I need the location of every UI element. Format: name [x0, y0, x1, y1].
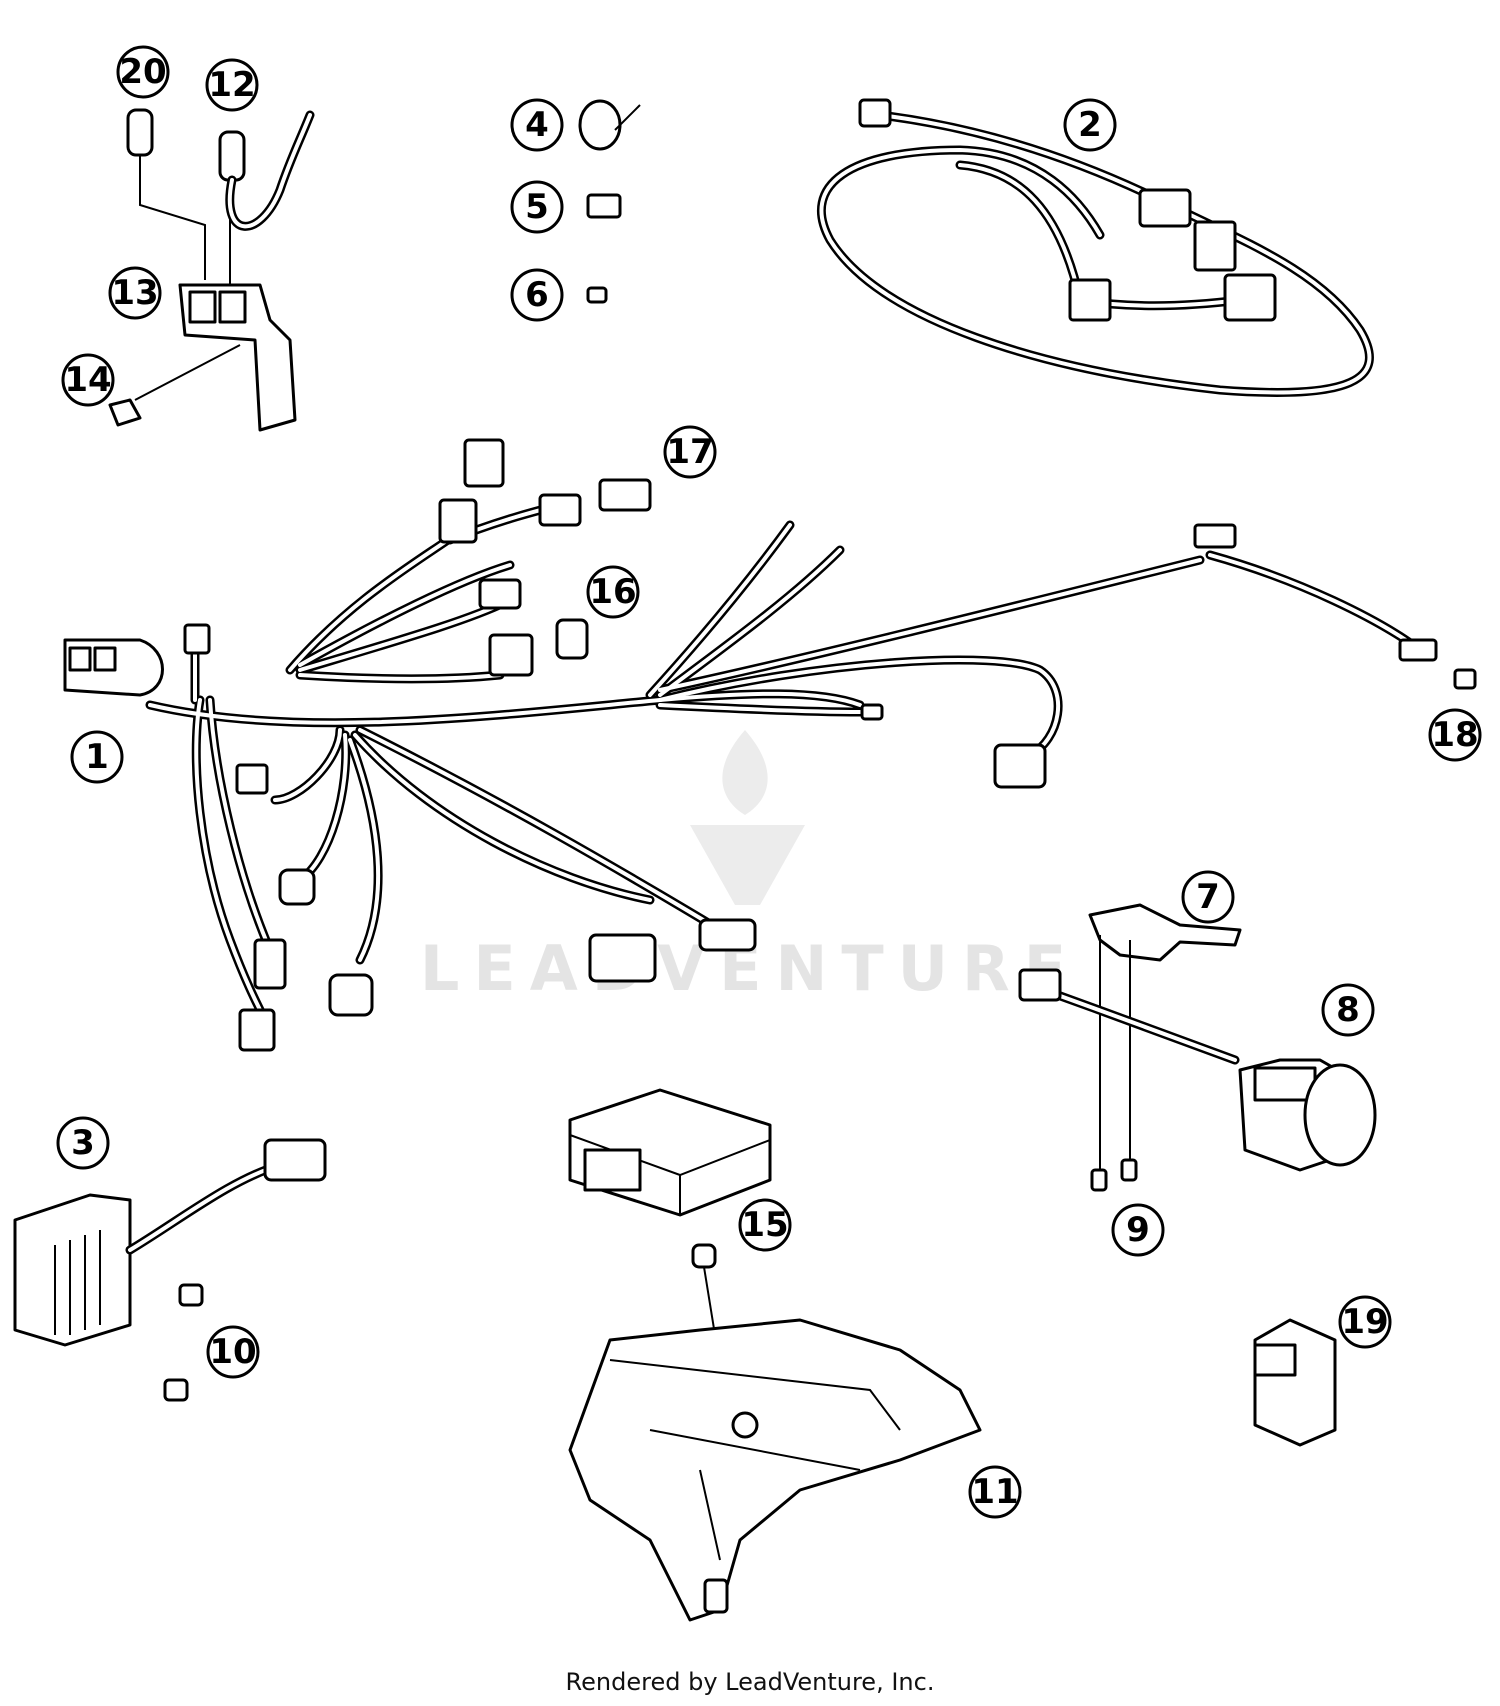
callout-17: 17	[663, 425, 717, 479]
part-12-plug	[218, 130, 246, 182]
callout-12: 12	[205, 58, 259, 112]
part-11-holder-group	[568, 1088, 982, 1622]
callout-10-label: 10	[209, 1332, 256, 1372]
callout-11-label: 11	[971, 1472, 1018, 1512]
callout-2-label: 2	[1078, 105, 1102, 145]
callout-3-label: 3	[71, 1123, 95, 1163]
callout-7-label: 7	[1196, 877, 1220, 917]
callout-5-label: 5	[525, 187, 549, 227]
part-10-screw	[178, 1283, 204, 1307]
callout-20-label: 20	[119, 52, 166, 92]
part-9-bolt	[1120, 1158, 1138, 1182]
part-10-screw	[163, 1378, 189, 1402]
part-2-harness-loop	[816, 98, 1374, 397]
callout-1-label: 1	[85, 737, 109, 777]
watermark-v-logo	[690, 825, 805, 905]
part-9-bolt	[1090, 1168, 1108, 1192]
part-8-starter-motor-group	[1018, 903, 1377, 1192]
part-7-bracket	[1088, 903, 1242, 962]
part-3-regulator-group	[13, 1138, 327, 1402]
watermark-flame-logo	[722, 730, 768, 815]
callout-6-label: 6	[525, 275, 549, 315]
part-20-plug	[126, 108, 154, 157]
callout-2: 2	[1063, 98, 1117, 152]
callout-7: 7	[1181, 870, 1235, 924]
part-6-clip	[586, 286, 608, 304]
callout-16: 16	[586, 565, 640, 619]
callout-10: 10	[206, 1325, 260, 1379]
callout-17-label: 17	[666, 432, 713, 472]
callout-14: 14	[61, 353, 115, 407]
callout-16-label: 16	[589, 572, 636, 612]
callout-8-label: 8	[1336, 990, 1360, 1030]
footer-credit: Rendered by LeadVenture, Inc.	[565, 1668, 935, 1696]
callout-14-label: 14	[64, 360, 111, 400]
callout-15-label: 15	[741, 1205, 788, 1245]
callouts: 1 2 3 4 5 6 7 8 9 10 11 12 13 14 15 16 1…	[56, 45, 1482, 1519]
watermark: LEADVENTURE	[420, 730, 1066, 1005]
small-parts-4-5-6	[578, 99, 641, 304]
part-5-clip	[586, 193, 622, 219]
part-14-screw	[108, 398, 142, 427]
callout-18: 18	[1428, 708, 1482, 762]
callout-13: 13	[108, 266, 162, 320]
callout-8: 8	[1321, 983, 1375, 1037]
callout-9: 9	[1111, 1203, 1165, 1257]
callout-19: 19	[1338, 1295, 1392, 1349]
callout-13-label: 13	[111, 273, 158, 313]
callout-11: 11	[968, 1465, 1022, 1519]
callout-9-label: 9	[1126, 1210, 1150, 1250]
part-4-cable-tie	[578, 99, 622, 151]
callout-15: 15	[738, 1198, 792, 1252]
callout-20: 20	[116, 45, 170, 99]
callout-4: 4	[510, 98, 564, 152]
part-16-cap	[555, 618, 589, 660]
callout-18-label: 18	[1431, 715, 1478, 755]
callout-6: 6	[510, 268, 564, 322]
part-13-relay-bracket-group	[108, 108, 315, 432]
callout-5: 5	[510, 180, 564, 234]
callout-19-label: 19	[1341, 1302, 1388, 1342]
callout-4-label: 4	[525, 105, 549, 145]
callout-12-label: 12	[208, 65, 255, 105]
part-15-grommet	[691, 1243, 717, 1269]
part-19-relay	[1253, 1318, 1337, 1447]
callout-3: 3	[56, 1116, 110, 1170]
callout-1: 1	[70, 730, 124, 784]
part-19-relay-face	[1253, 1343, 1297, 1377]
